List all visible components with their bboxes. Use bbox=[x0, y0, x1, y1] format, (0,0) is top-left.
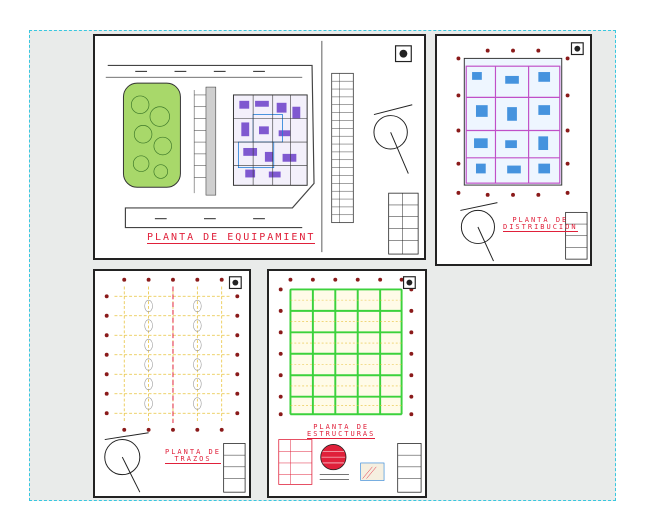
sheet-title: PLANTA DE ESTRUCTURAS bbox=[307, 423, 376, 439]
title-line-2: DISTRIBUCION bbox=[503, 223, 578, 232]
sheet-planta-estructuras[interactable]: PLANTA DE ESTRUCTURAS bbox=[267, 269, 427, 498]
title-line-1: PLANTA DE bbox=[512, 216, 569, 224]
north-arrow-icon bbox=[373, 104, 413, 174]
north-arrow-icon bbox=[104, 432, 149, 493]
north-arrow-icon bbox=[460, 202, 498, 262]
trazos-drawing bbox=[104, 276, 246, 493]
title-line-1: PLANTA DE bbox=[313, 423, 370, 431]
title-block bbox=[388, 192, 419, 255]
sheet-title: PLANTA DE DISTRIBUCION bbox=[503, 217, 578, 232]
equipamiento-drawing bbox=[105, 40, 419, 255]
sheet-title: PLANTA DE EQUIPAMIENT bbox=[147, 232, 316, 244]
title-line-1: PLANTA DE bbox=[165, 448, 221, 456]
title-line-2: TRAZOS bbox=[165, 456, 221, 464]
distribucion-drawing bbox=[456, 42, 588, 262]
title-line-2: ESTRUCTURAS bbox=[307, 430, 376, 439]
drawing-canvas: PLANTA DE EQUIPAMIENT bbox=[29, 30, 616, 501]
title-block bbox=[223, 443, 246, 493]
sheet-planta-trazos[interactable]: PLANTA DE TRAZOS bbox=[93, 269, 251, 498]
sheet-planta-equipamiento[interactable]: PLANTA DE EQUIPAMIENT bbox=[93, 34, 426, 260]
estructuras-drawing bbox=[278, 276, 422, 493]
sheet-planta-distribucion[interactable]: PLANTA DE DISTRIBUCION bbox=[435, 34, 592, 266]
sheet-title: PLANTA DE TRAZOS bbox=[165, 449, 221, 464]
title-block bbox=[397, 443, 422, 493]
schedule-table bbox=[331, 72, 354, 224]
